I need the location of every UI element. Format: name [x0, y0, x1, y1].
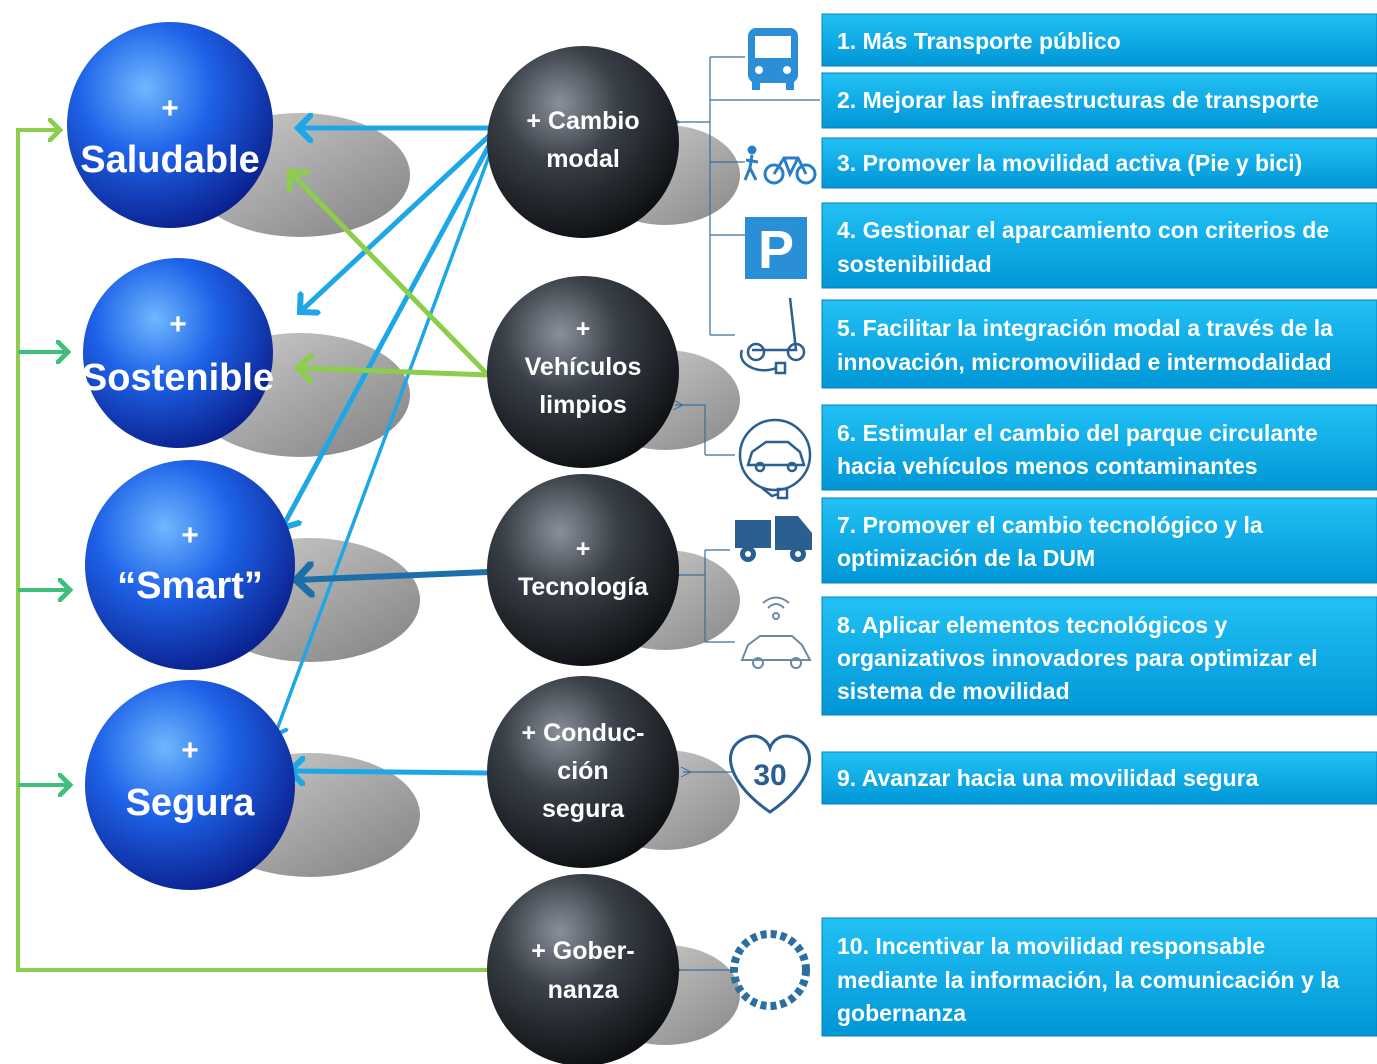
axis-vehiculos-line-2: Vehículos: [525, 353, 642, 381]
measure-box-2: 2. Mejorar las infraestructuras de trans…: [821, 72, 1377, 129]
measure-box-6: 6. Estimular el cambio del parque circul…: [821, 404, 1377, 491]
axis-cambio-modal: + Cambio modal: [487, 46, 679, 238]
connector-arrows: [275, 128, 497, 773]
axis-cambio-modal-line-1: + Cambio: [526, 107, 639, 135]
measure-boxes: 1. Más Transporte público 2. Mejorar las…: [821, 13, 1377, 1037]
measure-1-line-1: 1. Más Transporte público: [837, 28, 1121, 54]
measure-6-line-1: 6. Estimular el cambio del parque circul…: [837, 420, 1318, 446]
community-circle-icon: [730, 930, 810, 1010]
parking-icon: P: [745, 217, 807, 280]
axis-spheres: + Cambio modal + Vehículos limpios + Tec…: [487, 46, 679, 1064]
electric-scooter-icon: [739, 297, 806, 375]
axis-tecnologia-line-2: Tecnología: [518, 573, 649, 601]
svg-text:P: P: [758, 220, 794, 280]
goal-sostenible-label: Sostenible: [82, 357, 274, 399]
measure-8-line-1: 8. Aplicar elementos tecnológicos y: [837, 612, 1227, 638]
measure-5-line-2: innovación, micromovilidad e intermodali…: [837, 349, 1332, 375]
svg-text:30: 30: [753, 759, 786, 792]
measure-icons: P: [728, 28, 817, 1010]
axis-tecnologia: + Tecnología: [487, 474, 679, 666]
measure-box-9: 9. Avanzar hacia una movilidad segura: [821, 751, 1377, 805]
measure-6-line-2: hacia vehículos menos contaminantes: [837, 453, 1258, 479]
arrow-conduccion-segura: [290, 771, 491, 773]
goal-segura: + Segura: [85, 680, 295, 890]
measure-10-line-2: mediante la información, la comunicación…: [837, 967, 1340, 993]
axis-vehiculos-line-1: +: [576, 315, 591, 343]
bus-icon: [748, 28, 798, 90]
pedestrian-bicycle-icon: [743, 145, 817, 185]
measure-box-1: 1. Más Transporte público: [821, 13, 1377, 67]
arrow-cambio-modal-smart: [282, 137, 495, 528]
axis-vehiculos-limpios: + Vehículos limpios: [487, 276, 679, 468]
axis-cambio-modal-line-2: modal: [546, 145, 620, 173]
governance-feedback-loop: [16, 130, 490, 972]
measure-10-line-1: 10. Incentivar la movilidad responsable: [837, 933, 1265, 959]
goal-sostenible: + Sostenible: [82, 258, 274, 448]
delivery-truck-icon: [735, 516, 812, 562]
speed-30-heart-icon: 30: [728, 734, 812, 814]
electric-car-icon: [738, 418, 812, 500]
measure-8-line-2: organizativos innovadores para optimizar…: [837, 645, 1318, 671]
goal-spheres: + Saludable + Sostenible + “Smart” + Seg…: [67, 22, 295, 890]
connected-car-icon: [740, 596, 812, 669]
axis-conduccion-line-3: segura: [542, 795, 625, 823]
measure-box-5: 5. Facilitar la integración modal a trav…: [821, 299, 1377, 389]
axis-conduccion-segura: + Conduc- ción segura: [487, 676, 679, 868]
arrow-vehiculos-saludable: [290, 172, 491, 378]
axis-gobernanza-line-1: + Gober-: [531, 937, 635, 965]
axis-gobernanza: + Gober- nanza: [487, 874, 679, 1064]
goal-segura-label: Segura: [126, 782, 256, 824]
goal-saludable-label: Saludable: [80, 139, 260, 181]
axis-conduccion-line-2: ción: [557, 757, 608, 785]
measure-4-line-2: sostenibilidad: [837, 251, 992, 277]
measure-box-8: 8. Aplicar elementos tecnológicos y orga…: [821, 596, 1377, 716]
axis-gobernanza-line-2: nanza: [548, 976, 620, 1004]
measure-box-3: 3. Promover la movilidad activa (Pie y b…: [821, 137, 1377, 189]
measure-7-line-2: optimización de la DUM: [837, 545, 1095, 571]
axis-vehiculos-line-3: limpios: [539, 391, 627, 419]
measure-5-line-1: 5. Facilitar la integración modal a trav…: [837, 315, 1333, 341]
arrow-vehiculos-sostenible: [298, 368, 491, 375]
measure-3-line-1: 3. Promover la movilidad activa (Pie y b…: [837, 150, 1302, 176]
arrow-cambio-modal-sostenible: [300, 132, 493, 312]
axis-tecnologia-line-1: +: [576, 535, 591, 563]
measure-brackets: [672, 56, 820, 970]
measure-box-4: 4. Gestionar el aparcamiento con criteri…: [821, 202, 1377, 289]
goal-segura-plus: +: [181, 734, 199, 767]
axis-conduccion-line-1: + Conduc-: [522, 719, 645, 747]
goal-sostenible-plus: +: [169, 308, 187, 341]
goal-smart-label: “Smart”: [117, 565, 263, 607]
arrow-tecnologia-smart: [296, 572, 491, 580]
measure-2-line-1: 2. Mejorar las infraestructuras de trans…: [837, 87, 1319, 113]
measure-8-line-3: sistema de movilidad: [837, 678, 1070, 704]
measure-9-line-1: 9. Avanzar hacia una movilidad segura: [837, 765, 1259, 791]
goal-smart: + “Smart”: [85, 460, 295, 670]
goal-saludable: + Saludable: [67, 22, 273, 228]
measure-box-10: 10. Incentivar la movilidad responsable …: [821, 917, 1377, 1037]
goal-saludable-plus: +: [161, 92, 179, 125]
measure-box-7: 7. Promover el cambio tecnológico y la o…: [821, 497, 1377, 584]
goal-smart-plus: +: [181, 519, 199, 552]
arrow-cambio-modal-segura: [275, 138, 497, 735]
measure-10-line-3: gobernanza: [837, 1000, 966, 1026]
measure-4-line-1: 4. Gestionar el aparcamiento con criteri…: [837, 217, 1329, 243]
measure-7-line-1: 7. Promover el cambio tecnológico y la: [837, 512, 1263, 538]
